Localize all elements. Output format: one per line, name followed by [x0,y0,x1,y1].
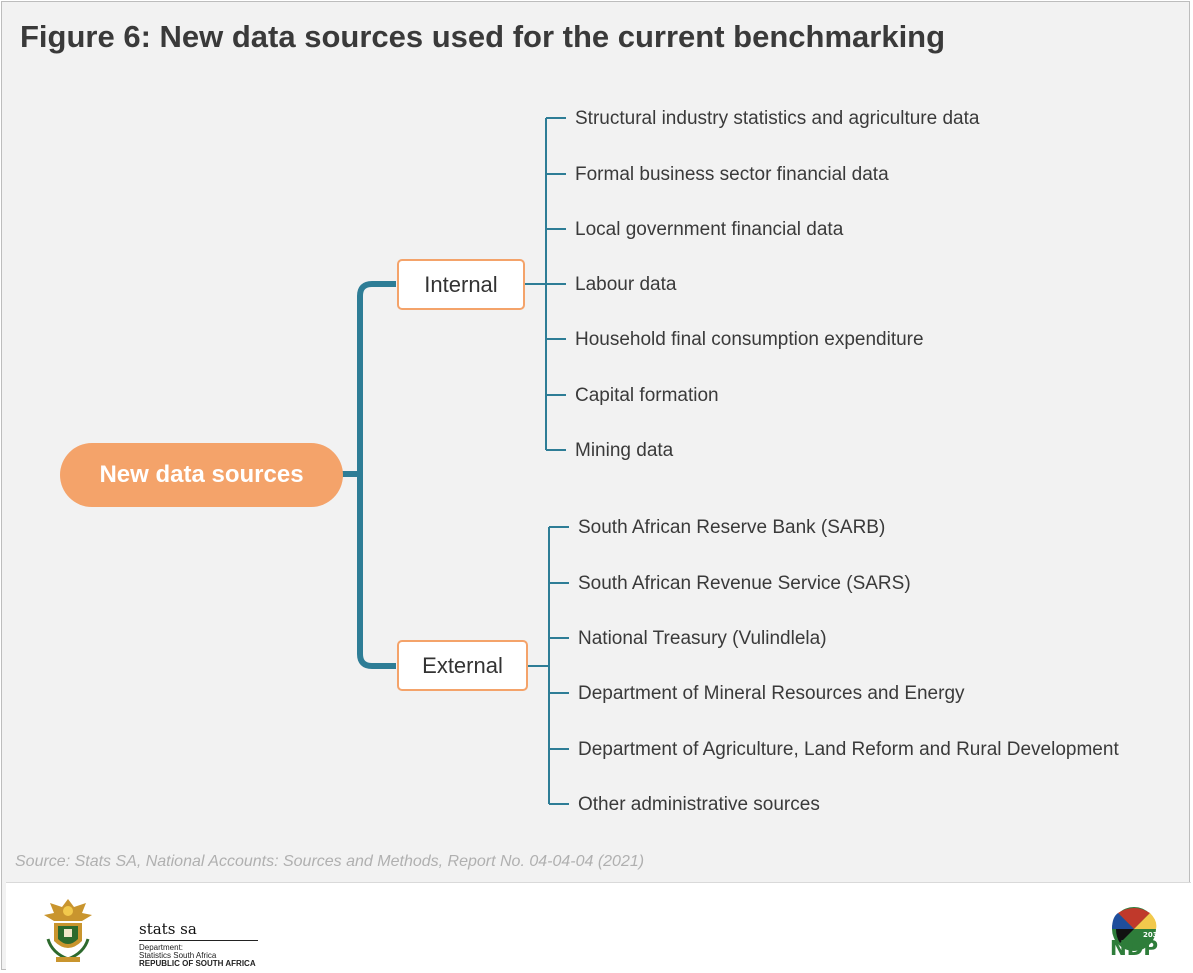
branch-node-external: External [397,640,528,691]
statssa-name: stats sa [139,920,197,938]
ndp-text: NDP [1110,936,1158,960]
internal-item: Formal business sector financial data [575,164,889,185]
internal-item: Labour data [575,274,677,295]
footer: stats sa Department: Statistics South Af… [6,882,1191,972]
page-title: Figure 6: New data sources used for the … [20,19,946,54]
statssa-republic: REPUBLIC OF SOUTH AFRICA [139,959,256,968]
statssa-logo: stats sa Department: Statistics South Af… [42,897,258,968]
statssa-subtitle: Statistics South Africa [139,951,217,960]
statssa-department: Department: [139,943,184,952]
source-note: Source: Stats SA, National Accounts: Sou… [15,853,645,870]
internal-item: Local government financial data [575,219,844,240]
branch-label-internal: Internal [424,271,498,297]
external-item: National Treasury (Vulindlela) [578,628,827,649]
branch-label-external: External [422,652,503,678]
external-item: South African Reserve Bank (SARB) [578,517,886,538]
internal-item: Structural industry statistics and agric… [575,108,980,129]
coat-of-arms-icon [44,899,92,962]
external-item: South African Revenue Service (SARS) [578,573,911,594]
external-item: Department of Agriculture, Land Reform a… [578,739,1119,760]
branch-node-internal: Internal [397,259,525,310]
ndp-year: 2030 [1143,931,1163,939]
external-item: Other administrative sources [578,794,820,815]
ndp-2030-logo-icon: 2030 NDP [1110,907,1163,960]
external-item: Department of Mineral Resources and Ener… [578,683,965,704]
internal-item: Capital formation [575,385,719,406]
statssa-rule [139,940,258,941]
root-node-label: New data sources [99,461,304,488]
root-node: New data sources [60,443,343,507]
internal-item: Mining data [575,440,674,461]
internal-item: Household final consumption expenditure [575,329,924,350]
